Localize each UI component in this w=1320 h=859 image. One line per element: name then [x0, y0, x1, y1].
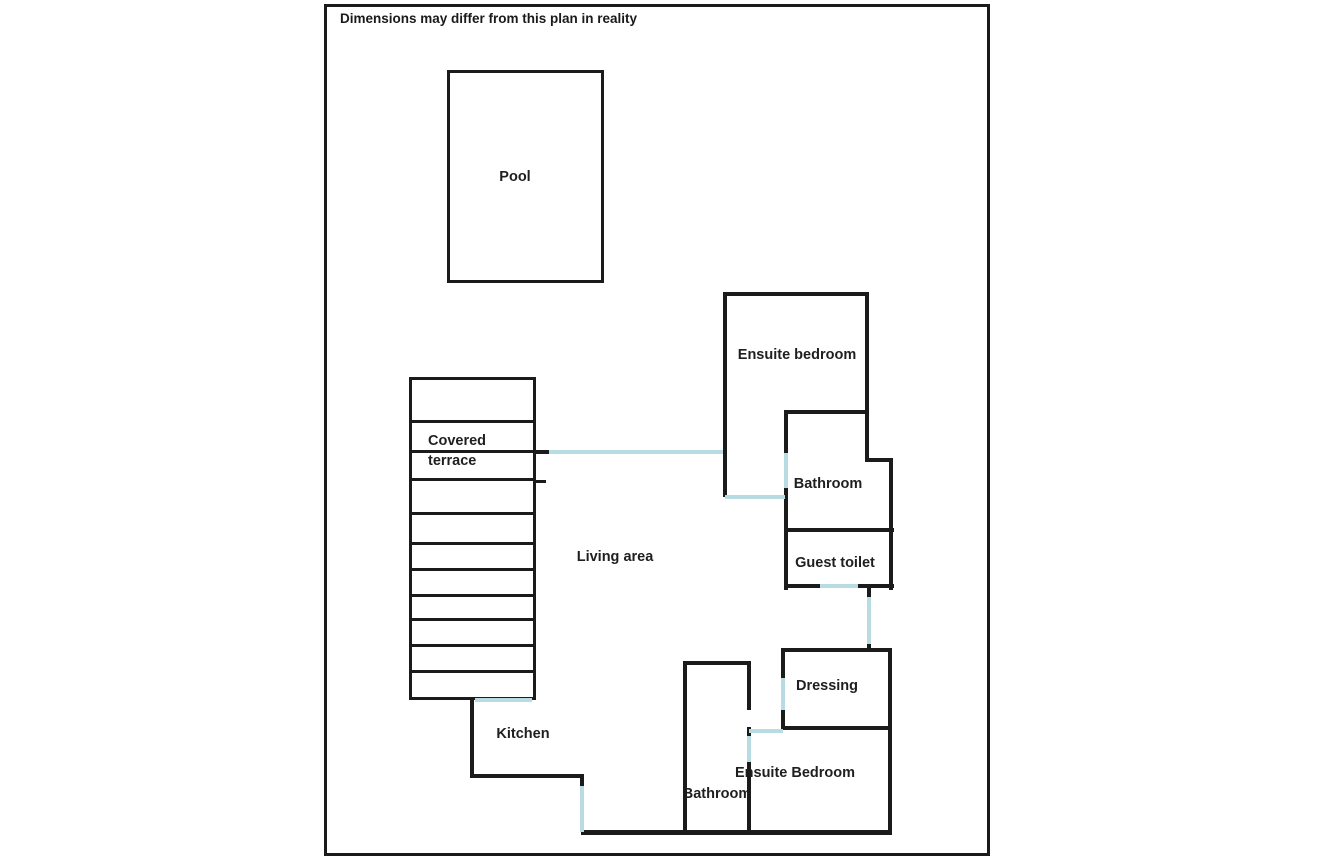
terrace-slat-line	[409, 450, 536, 453]
kitchen-label: Kitchen	[496, 726, 550, 742]
pool-label: Pool	[499, 169, 531, 185]
wall-segment	[536, 450, 550, 454]
wall-segment	[888, 648, 892, 834]
wall-segment	[781, 648, 785, 680]
door-opening	[867, 597, 871, 644]
door-opening	[475, 698, 532, 702]
wall-segment	[889, 458, 893, 590]
terrace-slat-line	[409, 420, 536, 423]
terrace-slat-line	[409, 568, 536, 571]
bathroom-top-label: Bathroom	[793, 476, 863, 492]
terrace-slat-line	[409, 478, 536, 481]
wall-segment	[683, 661, 687, 834]
wall-segment	[781, 726, 892, 730]
guest-toilet-label: Guest toilet	[795, 555, 875, 571]
wall-segment	[785, 410, 867, 414]
terrace-slat-line	[409, 618, 536, 621]
wall-segment	[723, 292, 727, 497]
wall-segment	[683, 661, 751, 665]
bathroom-bottom-label: Bathroom	[682, 786, 752, 802]
wall-segment	[470, 774, 584, 778]
wall-segment	[784, 486, 788, 590]
wall-segment	[781, 708, 785, 730]
door-opening	[549, 450, 723, 454]
terrace-slat-line	[409, 594, 536, 597]
plan-disclaimer: Dimensions may differ from this plan in …	[340, 11, 638, 26]
wall-segment	[747, 760, 751, 834]
door-opening	[580, 786, 584, 832]
door-opening	[784, 453, 788, 488]
wall-segment	[536, 480, 546, 483]
wall-segment	[865, 458, 893, 462]
door-opening	[749, 729, 783, 733]
ensuite-bedroom-bottom-label: Ensuite Bedroom	[734, 765, 856, 781]
wall-segment	[865, 292, 869, 414]
wall-segment	[580, 774, 584, 788]
terrace-slat-line	[409, 542, 536, 545]
terrace-slat-line	[409, 670, 536, 673]
plan-border	[324, 4, 990, 856]
wall-segment	[581, 830, 892, 835]
door-opening	[725, 495, 785, 499]
wall-segment	[865, 412, 869, 462]
pool-outline	[447, 70, 604, 283]
wall-segment	[784, 528, 894, 532]
wall-segment	[470, 700, 474, 778]
covered-terrace-label-line1: Covered	[428, 433, 487, 449]
wall-segment	[784, 584, 822, 588]
terrace-slat-line	[409, 644, 536, 647]
door-opening	[781, 678, 785, 710]
covered-terrace-label-line2: terrace	[428, 453, 477, 469]
wall-segment	[781, 648, 892, 652]
dressing-label: Dressing	[795, 678, 859, 694]
wall-segment	[723, 292, 869, 296]
living-area-label: Living area	[576, 549, 654, 565]
ensuite-bedroom-top-label: Ensuite bedroom	[737, 347, 857, 363]
door-opening	[747, 736, 751, 762]
wall-segment	[747, 661, 751, 710]
wall-segment	[867, 586, 871, 598]
terrace-slat-line	[409, 512, 536, 515]
wall-segment	[784, 410, 788, 456]
wall-segment	[867, 642, 871, 650]
covered-terrace-outline	[409, 377, 536, 700]
door-opening	[820, 584, 858, 588]
wall-segment	[856, 584, 894, 588]
